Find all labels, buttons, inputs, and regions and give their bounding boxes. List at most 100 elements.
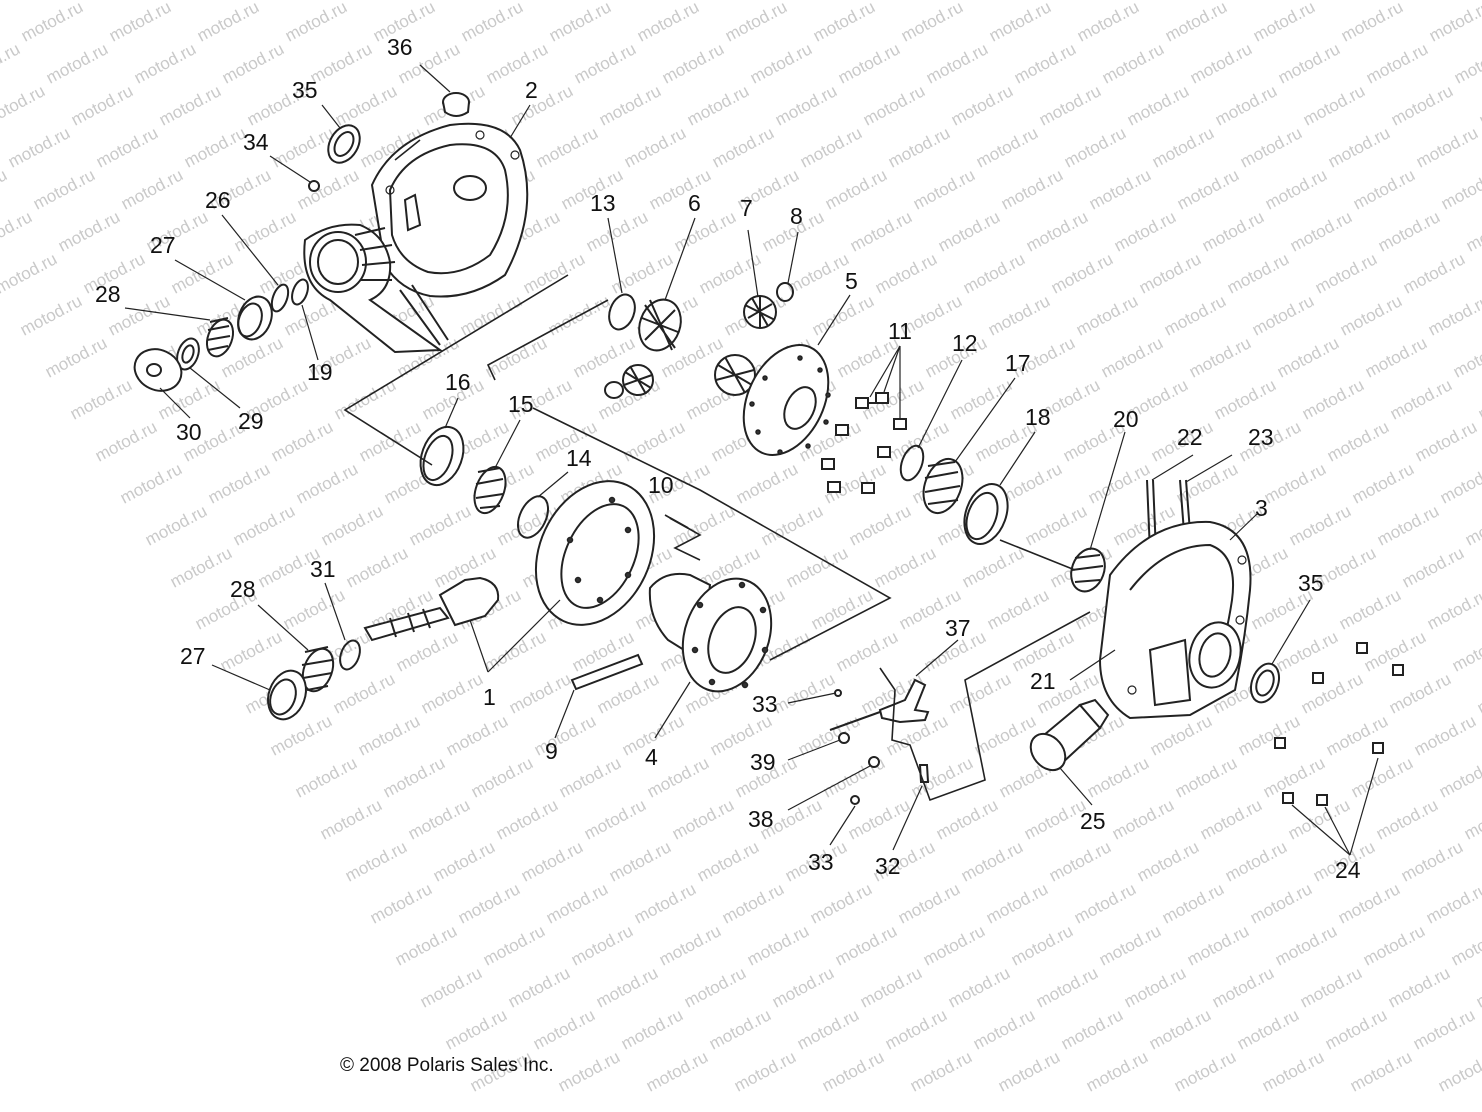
watermark-text: motod.ru	[167, 543, 235, 591]
watermark-text: motod.ru	[1275, 39, 1343, 87]
seal-part-lower	[1249, 662, 1281, 704]
leader-lines	[124, 64, 1379, 856]
collar-part-20	[1070, 547, 1106, 593]
watermark-text: motod.ru	[505, 963, 573, 1011]
watermark-text: motod.ru	[521, 0, 589, 4]
watermark-text: motod.ru	[1362, 333, 1430, 381]
watermark-text: motod.ru	[268, 417, 336, 465]
watermark-text: motod.ru	[681, 963, 749, 1011]
watermark-text: motod.ru	[1438, 165, 1482, 213]
watermark-text: motod.ru	[819, 1047, 887, 1095]
watermark-text: motod.ru	[1209, 963, 1277, 1011]
watermark-text: motod.ru	[194, 0, 262, 46]
watermark-text: motod.ru	[593, 963, 661, 1011]
callout-17: 17	[1005, 350, 1031, 376]
watermark-text: motod.ru	[719, 879, 787, 927]
watermark-text: motod.ru	[1388, 81, 1456, 129]
watermark-text: motod.ru	[1149, 123, 1217, 171]
watermark-text: motod.ru	[555, 1047, 623, 1095]
watermark-text: motod.ru	[971, 711, 1039, 759]
watermark-text: motod.ru	[1174, 165, 1242, 213]
watermark-text: motod.ru	[1008, 921, 1076, 969]
watermark-text: motod.ru	[480, 921, 548, 969]
watermark-text: motod.ru	[656, 921, 724, 969]
watermark-text: motod.ru	[744, 921, 812, 969]
small-gear-lower-left	[622, 364, 654, 396]
washer-part-8	[776, 282, 794, 302]
callout-12: 12	[952, 330, 978, 356]
watermark-text: motod.ru	[846, 501, 914, 549]
watermark-text: motod.ru	[483, 39, 551, 87]
flange-part	[133, 348, 183, 392]
watermark-text: motod.ru	[1048, 249, 1116, 297]
pinion-shaft-part-1	[363, 576, 500, 642]
watermark-text: motod.ru	[156, 81, 224, 129]
watermark-text: motod.ru	[543, 879, 611, 927]
snap-ring-part-12	[899, 444, 925, 482]
watermark-text: motod.ru	[606, 837, 674, 885]
watermark-text: motod.ru	[269, 123, 337, 171]
watermark-text: motod.ru	[646, 165, 714, 213]
watermark-text: motod.ru	[733, 459, 801, 507]
watermark-text: motod.ru	[671, 207, 739, 255]
cap-part	[442, 92, 470, 117]
washer-part-13	[608, 293, 636, 331]
watermark-text: motod.ru	[1286, 501, 1354, 549]
watermark-text: motod.ru	[68, 81, 136, 129]
pin-part-9	[570, 653, 644, 691]
watermark-text: motod.ru	[81, 0, 149, 4]
ring-gear-plate-part-5	[742, 344, 831, 456]
watermark-text: motod.ru	[1049, 0, 1117, 4]
watermark-text: motod.ru	[857, 963, 925, 1011]
watermark-text: motod.ru	[0, 0, 61, 4]
watermark-text: motod.ru	[257, 0, 325, 4]
watermark-text: motod.ru	[93, 123, 161, 171]
callout-7: 7	[740, 195, 753, 221]
watermark-text: motod.ru	[1474, 669, 1482, 717]
watermark-text: motod.ru	[169, 0, 237, 4]
watermark-text: motod.ru	[433, 0, 501, 4]
watermark-text: motod.ru	[1337, 291, 1405, 339]
watermark-text: motod.ru	[1071, 879, 1139, 927]
watermark-text: motod.ru	[785, 0, 853, 4]
watermark-text: motod.ru	[1350, 165, 1418, 213]
actuator-part-25	[1029, 698, 1110, 772]
watermark-text: motod.ru	[1312, 249, 1380, 297]
watermark-text: motod.ru	[1146, 1005, 1214, 1053]
ring-part-26	[270, 283, 290, 313]
watermark-text: motod.ru	[455, 879, 523, 927]
watermark-text: motod.ru	[30, 165, 98, 213]
callout-3: 3	[1255, 495, 1268, 521]
watermark-text: motod.ru	[1073, 291, 1141, 339]
side-gear-part-6	[638, 298, 682, 352]
callout-24: 24	[1335, 857, 1361, 883]
watermark-text: motod.ru	[1173, 459, 1241, 507]
watermark-text: motod.ru	[659, 39, 727, 87]
clip-part-39	[838, 732, 850, 744]
watermark-text: motod.ru	[1011, 39, 1079, 87]
watermark-text: motod.ru	[1212, 81, 1280, 129]
watermark-text: motod.ru	[43, 39, 111, 87]
watermark-text: motod.ru	[1222, 837, 1290, 885]
watermark-text: motod.ru	[1083, 1047, 1151, 1095]
callout-34: 34	[243, 129, 269, 155]
callout-18: 18	[1025, 404, 1051, 430]
watermark-text: motod.ru	[1463, 207, 1482, 255]
watermark-text: motod.ru	[634, 0, 702, 46]
watermark-text: motod.ru	[367, 879, 435, 927]
watermark-text: motod.ru	[1085, 459, 1153, 507]
watermark-text: motod.ru	[330, 669, 398, 717]
watermark-text: motod.ru	[1162, 0, 1230, 46]
watermark-text: motod.ru	[1109, 795, 1177, 843]
watermark-text: motod.ru	[546, 0, 614, 46]
watermark-text: motod.ru	[882, 1005, 950, 1053]
watermark-text: motod.ru	[769, 963, 837, 1011]
callout-8: 8	[790, 203, 803, 229]
watermark-text: motod.ru	[995, 1047, 1063, 1095]
watermark-text: motod.ru	[117, 459, 185, 507]
callout-14: 14	[566, 445, 592, 471]
watermark-text: motod.ru	[923, 39, 991, 87]
watermark-text: motod.ru	[694, 837, 762, 885]
watermark-text: motod.ru	[970, 1005, 1038, 1053]
